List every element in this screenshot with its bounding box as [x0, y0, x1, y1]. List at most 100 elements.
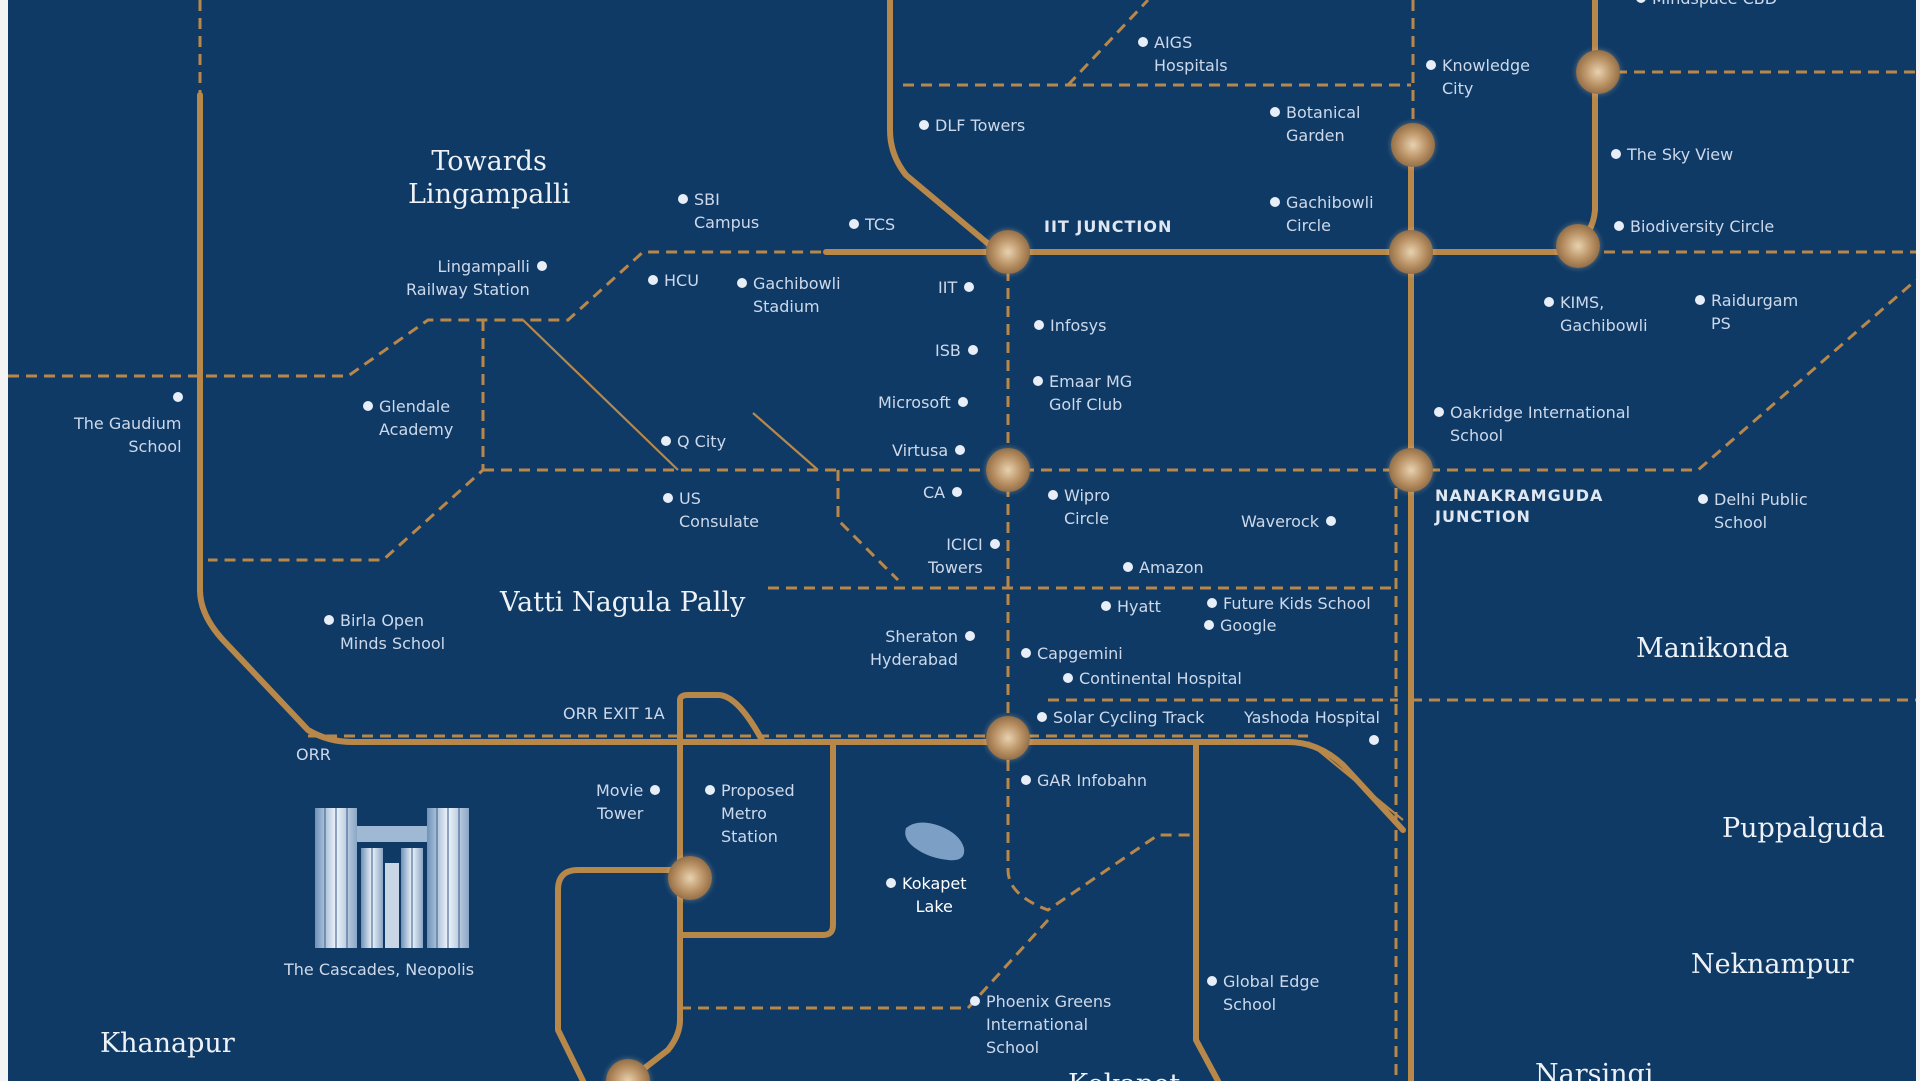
landmark-dlf-towers[interactable]: DLF Towers	[919, 114, 1025, 137]
dashed-road-10	[208, 320, 485, 562]
landmark-dot	[1123, 562, 1133, 572]
landmark-oakridge[interactable]: Oakridge International School	[1434, 401, 1630, 447]
landmark-dot	[1204, 620, 1214, 630]
area-puppalguda: Puppalguda	[1722, 813, 1885, 844]
landmark-emaar[interactable]: Emaar MG Golf Club	[1033, 370, 1132, 416]
junction-node-south[interactable]	[606, 1059, 650, 1081]
landmark-tcs[interactable]: TCS	[849, 213, 895, 236]
landmark-capgemini[interactable]: Capgemini	[1021, 642, 1123, 665]
landmark-raidurgam[interactable]: Raidurgam PS	[1695, 289, 1798, 335]
landmark-dot	[967, 345, 978, 355]
landmark-sheraton[interactable]: Sheraton Hyderabad	[870, 625, 975, 671]
landmark-global-edge[interactable]: Global Edge School	[1207, 970, 1319, 1016]
landmark-dot-gaudium	[173, 392, 183, 402]
thin-road-2	[752, 412, 819, 471]
landmark-dot	[952, 487, 963, 497]
landmark-infosys[interactable]: Infosys	[1034, 314, 1106, 337]
landmark-hyatt[interactable]: Hyatt	[1101, 595, 1161, 618]
landmark-dot	[970, 996, 980, 1006]
junction-node-botanical[interactable]	[1391, 123, 1435, 167]
area-neknampur: Neknampur	[1691, 949, 1854, 980]
landmark-metro[interactable]: Proposed Metro Station	[705, 779, 795, 848]
landmark-future-kids[interactable]: Future Kids School	[1207, 592, 1371, 615]
landmark-dot	[886, 878, 896, 888]
landmark-glendale[interactable]: Glendale Academy	[363, 395, 453, 441]
landmark-dot	[989, 539, 1000, 549]
landmark-mindspace[interactable]: Mindspace CBD	[1636, 0, 1777, 10]
landmark-google[interactable]: Google	[1204, 614, 1276, 637]
landmark-kims[interactable]: KIMS, Gachibowli	[1544, 291, 1648, 337]
landmark-gachibowli-circle[interactable]: Gachibowli Circle	[1270, 191, 1374, 237]
landmark-waverock[interactable]: Waverock	[1241, 510, 1336, 533]
landmark-yashoda[interactable]: Yashoda Hospital	[1244, 708, 1380, 727]
landmark-dot	[678, 194, 688, 204]
landmark-dot	[849, 219, 859, 229]
junction-node-biodiversity[interactable]	[1389, 230, 1433, 274]
dashed-road-8	[1411, 278, 1916, 472]
sky-view-road	[1570, 0, 1598, 248]
landmark-aigs[interactable]: AIGS Hospitals	[1138, 31, 1228, 77]
landmark-dot	[1695, 295, 1705, 305]
metro-loop-road	[555, 739, 836, 1081]
landmark-virtusa[interactable]: Virtusa	[892, 439, 966, 462]
landmark-dot	[965, 631, 975, 641]
junction-node-metro[interactable]	[668, 856, 712, 900]
landmark-dot	[1063, 673, 1073, 683]
junction-node-skyview[interactable]	[1576, 50, 1620, 94]
landmark-dot	[1544, 297, 1554, 307]
landmark-microsoft[interactable]: Microsoft	[878, 391, 968, 414]
landmark-dot	[1101, 601, 1111, 611]
map-canvas[interactable]: Towards Lingampalli Vatti Nagula Pally M…	[8, 0, 1916, 1081]
landmark-dot	[1207, 598, 1217, 608]
landmark-kokapet-lake[interactable]: Kokapet Lake	[886, 872, 967, 918]
landmark-biodiversity-circle[interactable]: Biodiversity Circle	[1614, 215, 1774, 238]
landmark-gar[interactable]: GAR Infobahn	[1021, 769, 1147, 792]
landmark-wipro-circle[interactable]: Wipro Circle	[1048, 484, 1110, 530]
road-network	[8, 0, 1916, 1081]
landmark-continental[interactable]: Continental Hospital	[1063, 667, 1242, 690]
landmark-dot	[1021, 648, 1031, 658]
landmark-gachibowli-stadium[interactable]: Gachibowli Stadium	[737, 272, 841, 318]
junction-node-iit[interactable]	[986, 230, 1030, 274]
landmark-q-city[interactable]: Q City	[661, 430, 726, 453]
landmark-dot	[1434, 407, 1444, 417]
landmark-dot-yashoda	[1369, 735, 1379, 745]
junction-node-wipro[interactable]	[986, 448, 1030, 492]
landmark-dot	[1270, 197, 1280, 207]
thin-road-1	[522, 319, 679, 471]
landmark-botanical-garden[interactable]: Botanical Garden	[1270, 101, 1360, 147]
landmark-movie-tower[interactable]: Movie Tower	[596, 779, 661, 825]
landmark-dot	[737, 278, 747, 288]
landmark-dps[interactable]: Delhi Public School	[1698, 488, 1808, 534]
landmark-phoenix[interactable]: Phoenix Greens International School	[970, 990, 1111, 1059]
landmark-dot	[1426, 60, 1436, 70]
junction-node-nanakramguda[interactable]	[1389, 448, 1433, 492]
thin-road-3	[1307, 741, 1404, 821]
landmark-solar[interactable]: Solar Cycling Track	[1037, 706, 1204, 729]
label-iit-junction: IIT JUNCTION	[1044, 217, 1173, 236]
landmark-dot	[1138, 37, 1148, 47]
dashed-road-17	[1006, 742, 1196, 912]
junction-node-orr[interactable]	[986, 716, 1030, 760]
landmark-iit[interactable]: IIT	[938, 276, 975, 299]
global-edge-road	[1193, 739, 1221, 1081]
landmark-knowledge-city[interactable]: Knowledge City	[1426, 54, 1530, 100]
dashed-road-6	[1066, 0, 1150, 87]
junction-node-raidurgam[interactable]	[1556, 224, 1600, 268]
area-manikonda: Manikonda	[1636, 633, 1790, 664]
project-building-icon	[315, 808, 469, 948]
landmark-ca[interactable]: CA	[923, 481, 963, 504]
landmark-icici[interactable]: ICICI Towers	[928, 533, 1000, 579]
landmark-lingampalli-station[interactable]: Lingampalli Railway Station	[406, 255, 547, 301]
landmark-sky-view[interactable]: The Sky View	[1611, 143, 1733, 166]
landmark-amazon[interactable]: Amazon	[1123, 556, 1204, 579]
landmark-sbi-campus[interactable]: SBI Campus	[678, 188, 759, 234]
landmark-dot	[964, 282, 975, 292]
landmark-dot	[363, 401, 373, 411]
landmark-birla[interactable]: Birla Open Minds School	[324, 609, 445, 655]
area-kokapet: Kokapet	[1068, 1068, 1180, 1081]
landmark-us-consulate[interactable]: US Consulate	[663, 487, 759, 533]
landmark-gaudium[interactable]: The Gaudium School	[74, 414, 182, 456]
landmark-isb[interactable]: ISB	[935, 339, 978, 362]
landmark-hcu[interactable]: HCU	[648, 269, 699, 292]
